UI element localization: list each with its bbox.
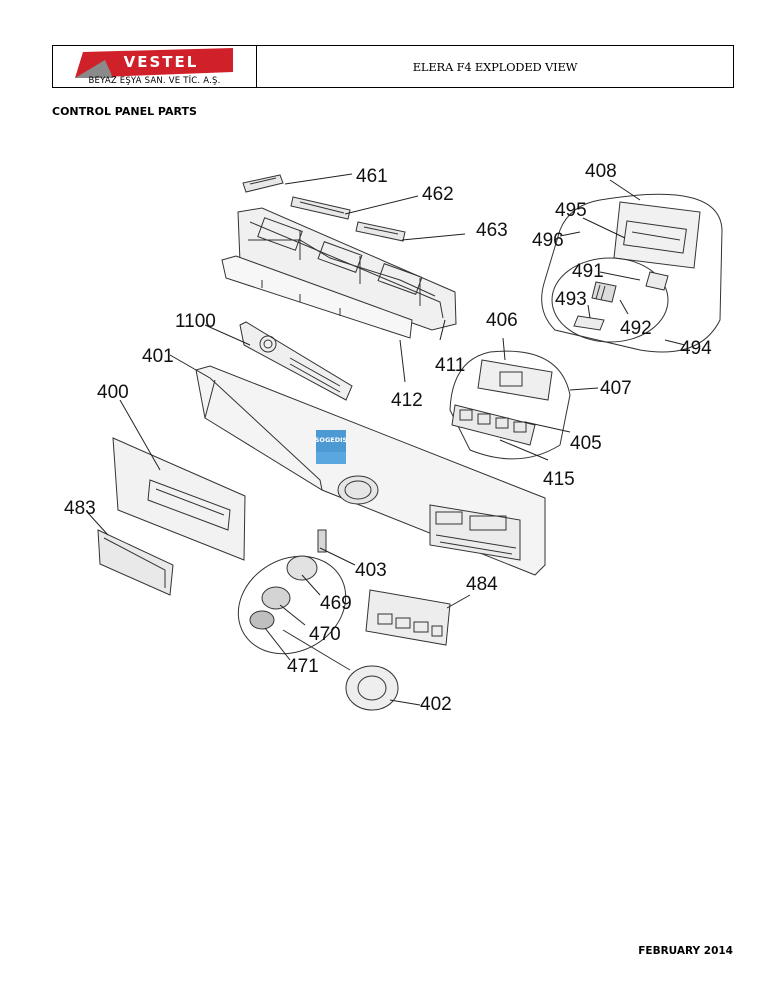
watermark-text: SOGEDIS — [315, 436, 348, 444]
part-463-clip — [355, 221, 406, 242]
part-408-board-cover — [541, 193, 723, 353]
leader-lines — [87, 173, 686, 706]
callout-408: 408 — [585, 161, 617, 182]
callout-403: 403 — [355, 560, 387, 581]
callout-411: 411 — [435, 355, 465, 376]
callout-405: 405 — [570, 433, 602, 454]
logo-cell: VESTEL BEYAZ EŞYA SAN. VE TİC. A.Ş. — [53, 46, 257, 87]
company-name: BEYAZ EŞYA SAN. VE TİC. A.Ş. — [88, 76, 221, 86]
part-400-drawer-front — [112, 437, 246, 561]
document-header: VESTEL BEYAZ EŞYA SAN. VE TİC. A.Ş. ELER… — [52, 45, 734, 88]
callout-483: 483 — [64, 498, 96, 519]
callout-401: 401 — [142, 346, 174, 367]
callout-1100: 1100 — [175, 311, 216, 332]
callout-400: 400 — [97, 382, 129, 403]
brand-text: VESTEL — [124, 53, 199, 71]
callout-495: 495 — [555, 200, 587, 221]
part-407-board-group — [449, 350, 571, 460]
callout-491: 491 — [572, 261, 604, 282]
callout-406: 406 — [486, 310, 518, 331]
callout-412: 412 — [391, 390, 423, 411]
part-484-button-strip — [365, 589, 451, 646]
sogedis-watermark: SOGEDIS — [315, 430, 348, 464]
callout-462: 462 — [422, 184, 454, 205]
part-461-clip — [242, 174, 284, 193]
callout-496: 496 — [532, 230, 564, 251]
vestel-logo: VESTEL — [75, 48, 233, 78]
callout-407: 407 — [600, 378, 632, 399]
callout-492: 492 — [620, 318, 652, 339]
callout-494: 494 — [680, 338, 712, 359]
footer-date: FEBRUARY 2014 — [638, 945, 733, 957]
callout-471: 471 — [287, 656, 319, 677]
callout-470: 470 — [309, 624, 341, 645]
callout-402: 402 — [420, 694, 452, 715]
part-494-group — [551, 257, 669, 343]
part-knob-group — [237, 529, 399, 711]
part-483-handle — [97, 529, 174, 596]
section-title: CONTROL PANEL PARTS — [52, 105, 197, 118]
callout-463: 463 — [476, 220, 508, 241]
callout-493: 493 — [555, 289, 587, 310]
callout-469: 469 — [320, 593, 352, 614]
part-412-window — [221, 255, 413, 339]
document-title: ELERA F4 EXPLODED VIEW — [412, 59, 578, 74]
part-401-front-panel — [195, 365, 546, 576]
callout-461: 461 — [356, 166, 388, 187]
callout-415: 415 — [543, 469, 575, 490]
callout-484: 484 — [466, 574, 498, 595]
part-462-clip — [290, 196, 351, 220]
